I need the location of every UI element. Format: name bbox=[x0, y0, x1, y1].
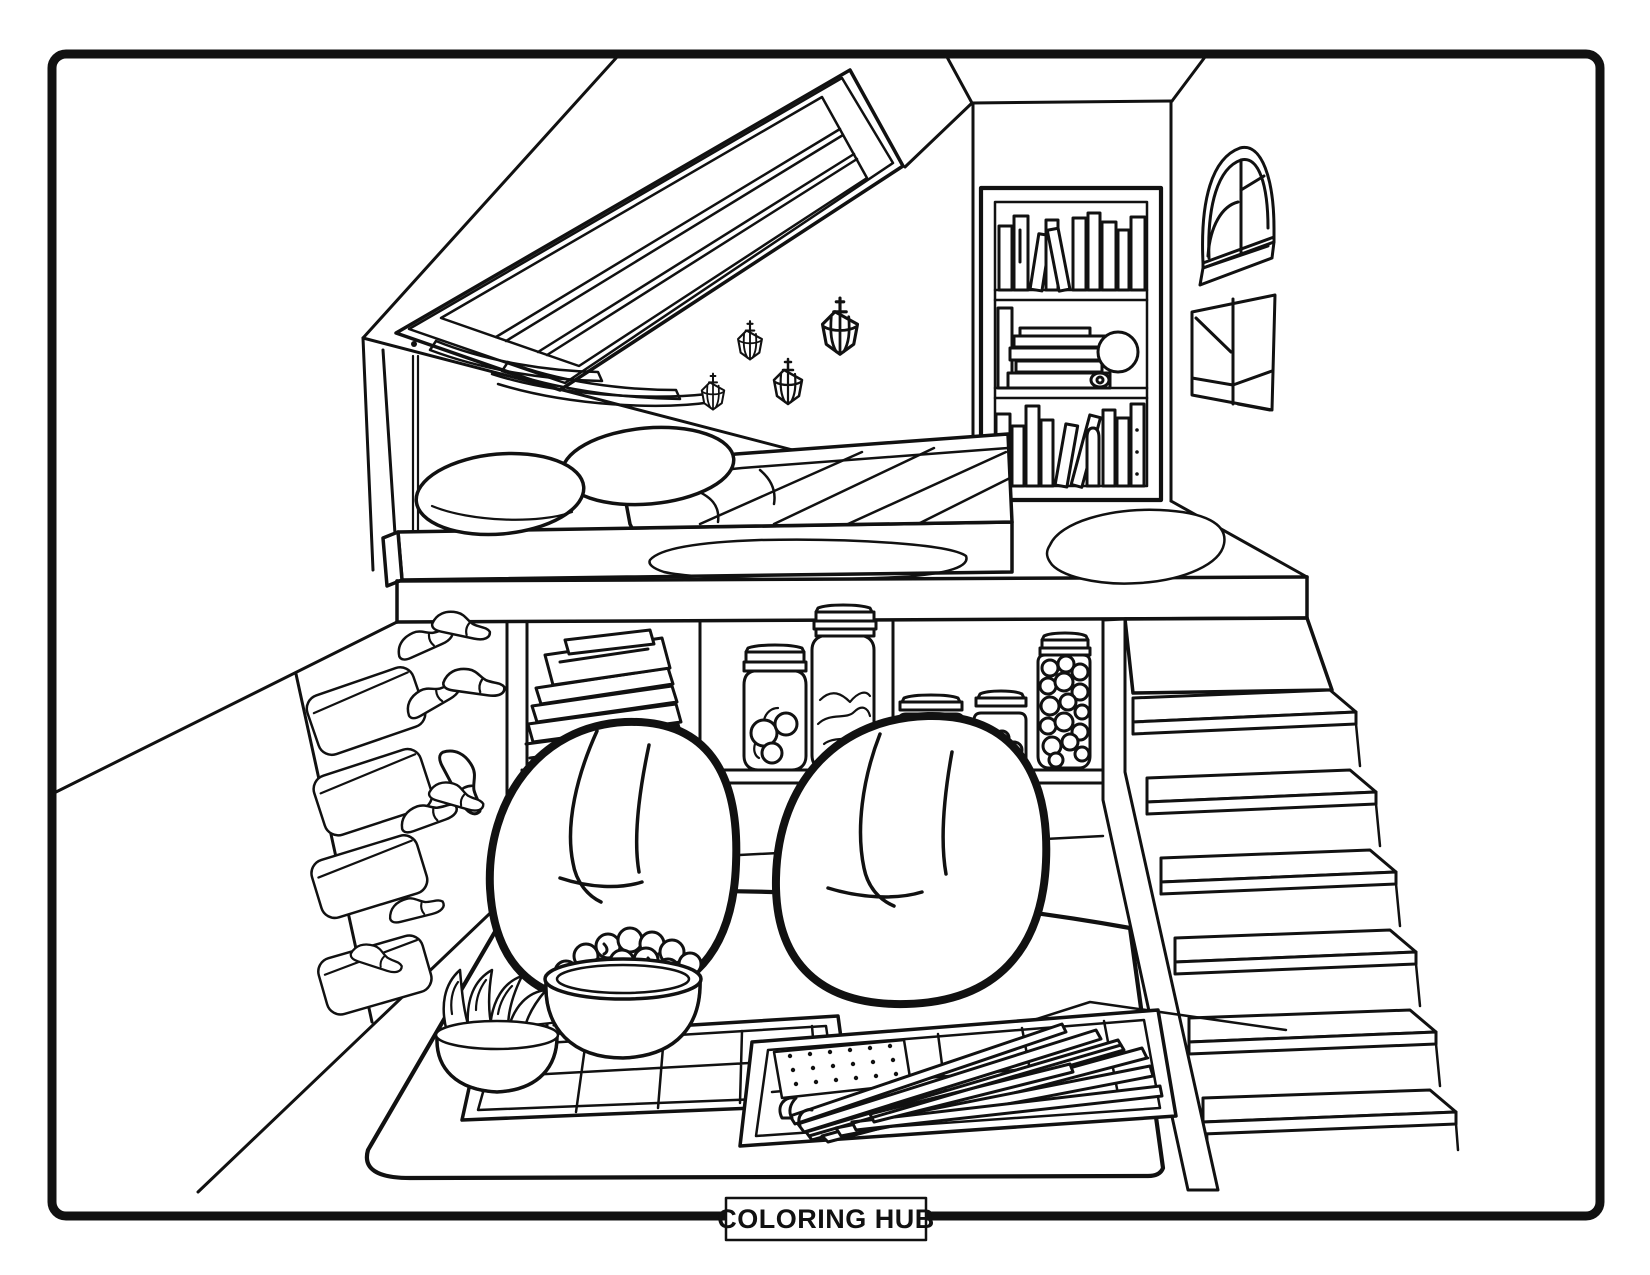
badge-label: COLORING HUB bbox=[717, 1204, 935, 1234]
shoe-pocket bbox=[317, 934, 433, 1016]
shoe-organizer bbox=[305, 606, 508, 1016]
pillows bbox=[414, 425, 736, 537]
staircase bbox=[1101, 616, 1460, 1192]
shoe-pocket bbox=[312, 747, 434, 837]
skylight-window bbox=[394, 68, 905, 408]
popcorn-bowl bbox=[543, 926, 703, 1060]
chips-bowl bbox=[434, 968, 560, 1094]
arched-window bbox=[1198, 145, 1276, 287]
brand-badge: COLORING HUB bbox=[717, 1196, 935, 1242]
jar-cherries bbox=[742, 643, 808, 772]
stair-step bbox=[1201, 1088, 1460, 1160]
books-middle-shelf bbox=[996, 306, 1140, 390]
stair-step bbox=[1173, 928, 1422, 1008]
stair-step bbox=[1159, 848, 1402, 928]
oval-rug bbox=[648, 538, 968, 581]
bookshelf bbox=[978, 185, 1164, 503]
right-tray bbox=[738, 1008, 1178, 1148]
books-top-shelf bbox=[997, 211, 1147, 293]
lantern-icon bbox=[700, 372, 726, 411]
bean-bag-chairs bbox=[485, 711, 1051, 1009]
stair-stringer bbox=[1101, 617, 1220, 1192]
snack-trays bbox=[434, 926, 1288, 1148]
lantern-icon bbox=[772, 357, 804, 406]
badge-box bbox=[724, 1196, 928, 1242]
stair-step bbox=[1145, 768, 1382, 848]
picture-window bbox=[1190, 293, 1277, 412]
stair-step bbox=[1131, 688, 1362, 768]
lantern-icon bbox=[820, 296, 860, 357]
hanging-lanterns bbox=[700, 296, 860, 411]
lantern-icon bbox=[736, 319, 764, 361]
loft-bed bbox=[381, 425, 1014, 588]
bean-bag-right bbox=[771, 711, 1051, 1009]
blob-rug bbox=[1045, 508, 1226, 585]
stair-step bbox=[1187, 1008, 1442, 1088]
jar-marshmallows bbox=[1036, 631, 1092, 770]
wafer-sticks bbox=[778, 1022, 1164, 1144]
shoe-pocket bbox=[310, 834, 429, 920]
